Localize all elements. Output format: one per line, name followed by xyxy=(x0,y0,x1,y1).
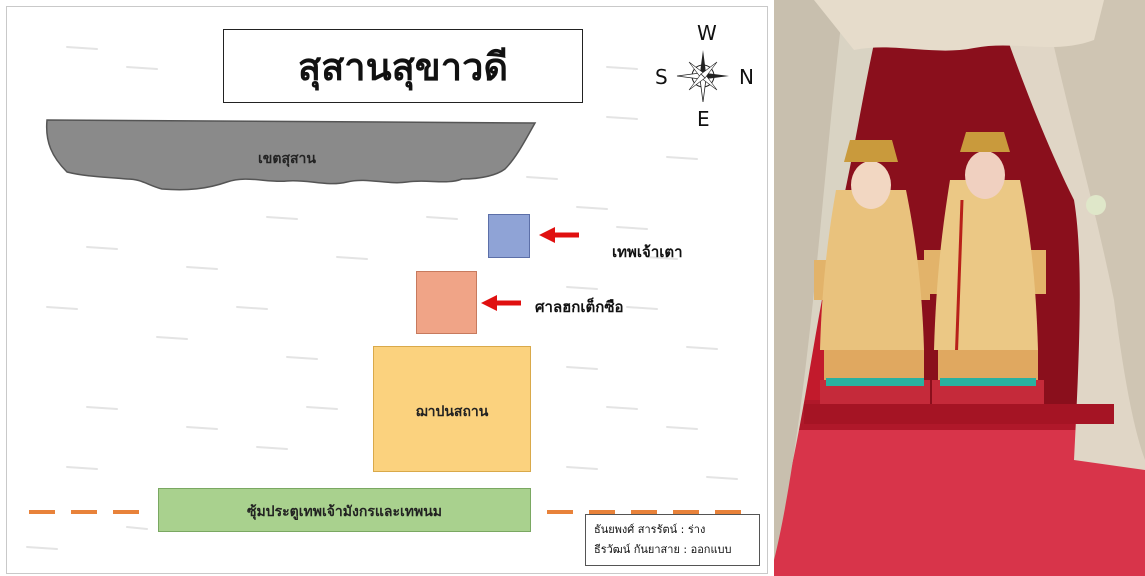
shrine-hok-tek-box xyxy=(416,271,477,334)
map-title-box: สุสานสุขาวดี xyxy=(223,29,583,103)
shrine-tao-label: เทพเจ้าเตา xyxy=(612,243,683,261)
cemetery-area xyxy=(45,119,537,191)
credit-role: : ออกแบบ xyxy=(683,543,732,556)
crematorium-box xyxy=(373,346,531,472)
credits-box: ธันยพงศ์ สารรัตน์ : ร่าง ธีรวัฒน์ กันยาส… xyxy=(585,514,760,566)
compass-west: W xyxy=(697,21,717,45)
shrine-hok-tek-label: ศาลฮกเต็กซือ xyxy=(535,298,624,316)
shrine-tao-box xyxy=(488,214,530,258)
shrine-deities-image xyxy=(774,0,1145,576)
shrine-photo xyxy=(774,0,1145,576)
credit-name: ธีรวัฒน์ กันยาสาย xyxy=(594,543,680,556)
compass-rose: W S N E xyxy=(647,21,759,131)
arrow-tao xyxy=(539,227,579,243)
site-map: เขตสุสาน สุสานสุขาวดี W S N E เทพเจ้าเตา… xyxy=(6,6,768,574)
credit-name: ธันยพงศ์ สารรัตน์ xyxy=(594,523,678,536)
map-title: สุสานสุขาวดี xyxy=(297,44,509,89)
crematorium-label: ฌาปนสถาน xyxy=(415,404,489,420)
compass-star-icon xyxy=(676,50,729,103)
background-texture xyxy=(26,46,741,550)
credit-row: ธีรวัฒน์ กันยาสาย : ออกแบบ xyxy=(594,540,751,560)
gate-box xyxy=(158,488,531,532)
arrow-hok-tek xyxy=(481,295,521,311)
gate-label: ซุ้มประตูเทพเจ้ามังกรและเทพนม xyxy=(246,504,443,520)
compass-north: N xyxy=(739,65,754,89)
credit-row: ธันยพงศ์ สารรัตน์ : ร่าง xyxy=(594,520,751,540)
cemetery-label: เขตสุสาน xyxy=(258,151,316,167)
credit-role: : ร่าง xyxy=(680,523,706,536)
compass-south: S xyxy=(655,65,668,89)
compass-east: E xyxy=(697,107,710,131)
